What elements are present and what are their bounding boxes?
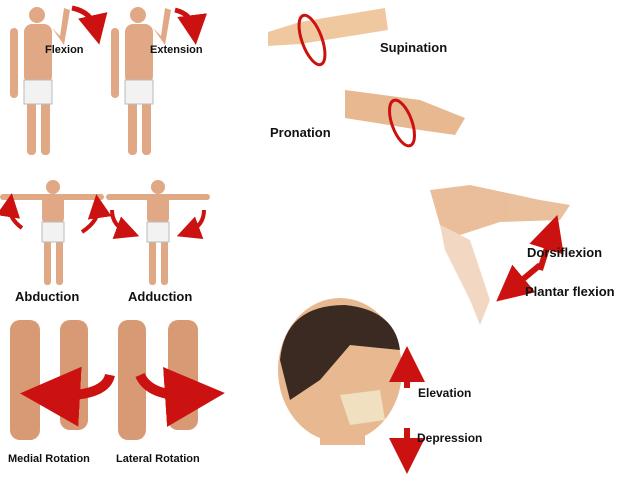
pronation-arm (345, 90, 465, 135)
dorsiflexion-label: Dorsiflexion (527, 245, 603, 260)
foot (430, 185, 570, 325)
extension-figure (111, 7, 171, 155)
flexion-figure (10, 7, 70, 155)
adduction-label: Adduction (128, 289, 193, 304)
adduction-figure (106, 180, 210, 285)
abduction-figure (0, 180, 104, 285)
pronation-label: Pronation (270, 125, 331, 140)
flexion-label: Flexion (45, 44, 84, 56)
supination-label: Supination (380, 40, 448, 55)
head (278, 298, 402, 445)
elevation-label: Elevation (418, 386, 472, 400)
depression-label: Depression (417, 431, 483, 445)
plantar-flexion-label: Plantar flexion (525, 284, 615, 299)
supination-arm (268, 8, 388, 46)
extension-label: Extension (150, 44, 203, 56)
lateral-rotation-label: Lateral Rotation (116, 453, 200, 465)
abduction-label: Abduction (15, 289, 80, 304)
medial-rotation-label: Medial Rotation (8, 453, 90, 465)
